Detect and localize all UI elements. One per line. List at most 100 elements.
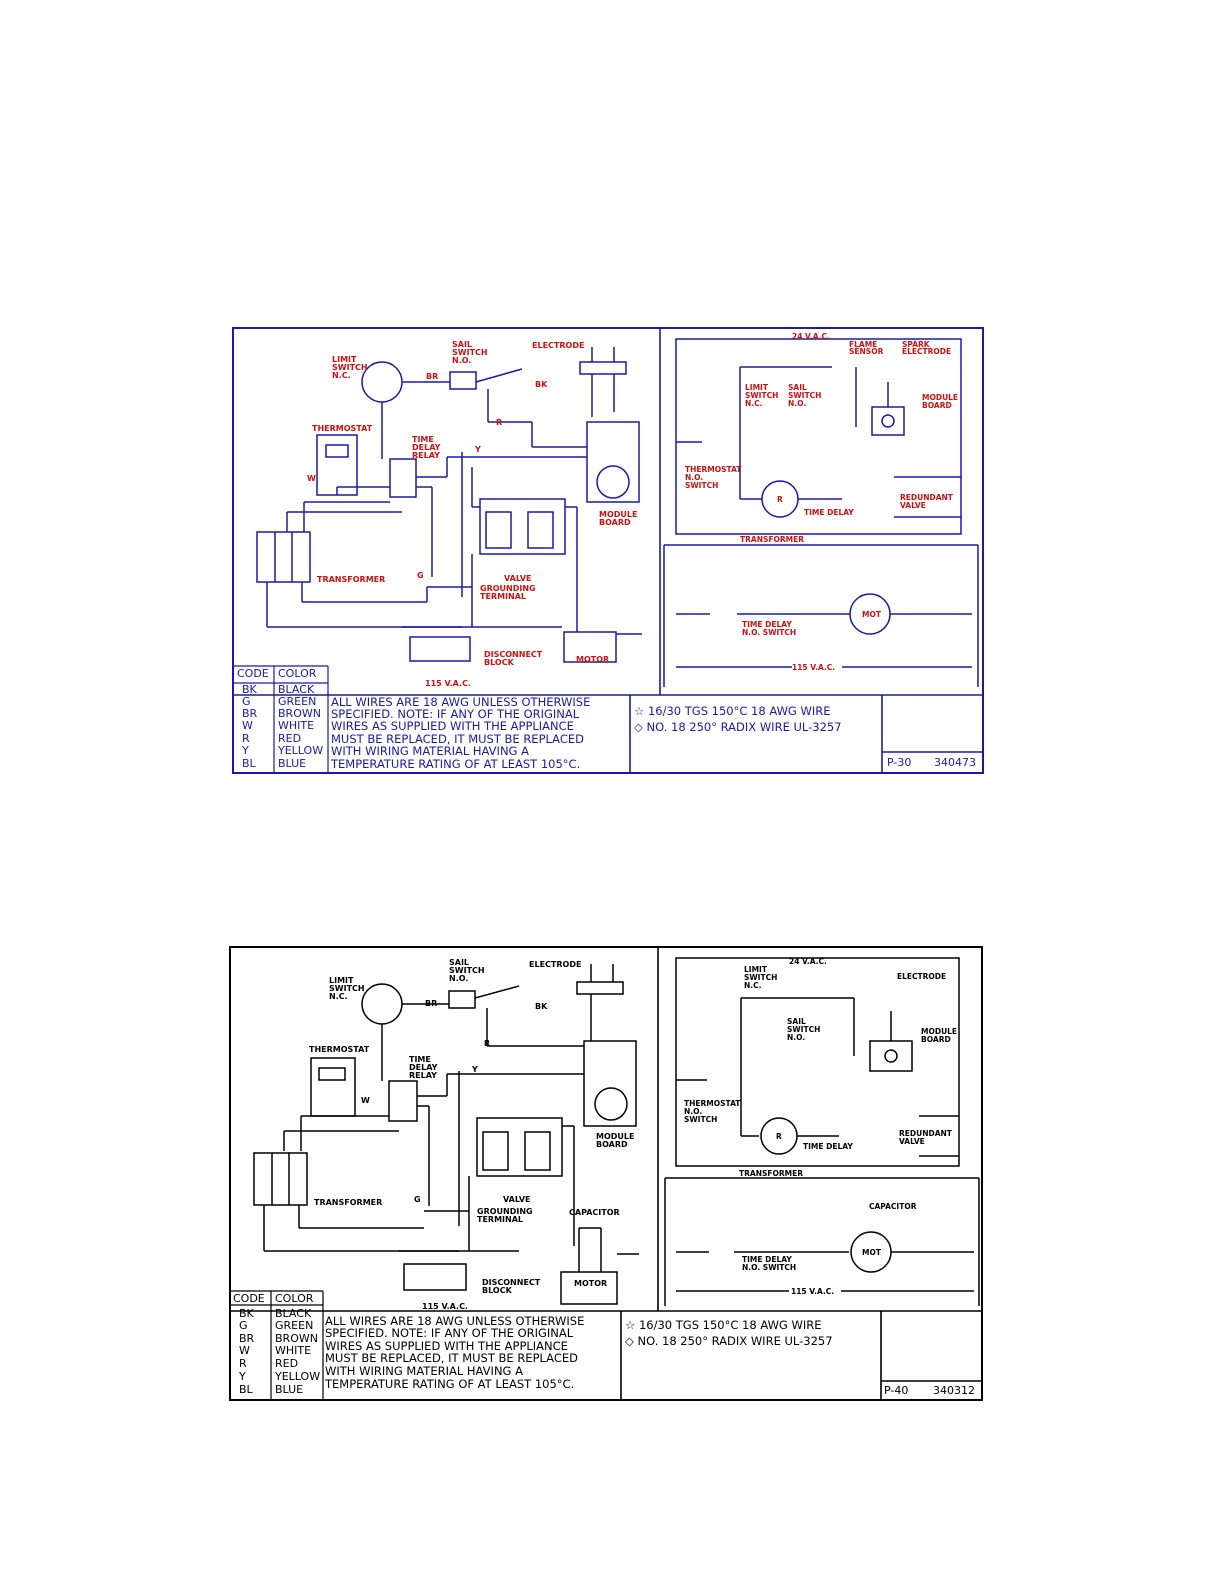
limit-switch-label-3: N.C.	[332, 371, 351, 380]
component-labels: LIMIT SWITCH N.C. SAIL SWITCH N.O. ELECT…	[307, 340, 637, 688]
thermostat-symbol	[316, 434, 358, 496]
module-board-label-1: MODULE	[599, 510, 637, 519]
disconnect-block-symbol	[409, 636, 471, 662]
sail-switch-symbol	[449, 371, 477, 390]
schematic-limit-label-1: LIMIT	[744, 965, 768, 974]
wire-label-bk: BK	[535, 1002, 548, 1011]
transformer-label: TRANSFORMER	[317, 575, 385, 584]
mot-label: MOT	[862, 610, 882, 619]
legend-code: BL	[242, 757, 257, 770]
legend-header-code: CODE	[237, 667, 269, 680]
wire-specs: ☆ 16/30 TGS 150°C 18 AWG WIRE ◇ NO. 18 2…	[634, 704, 842, 734]
wire-label-r: R	[484, 1039, 490, 1048]
schematic-module-label-2: BOARD	[921, 1035, 951, 1044]
sail-switch-label-3: N.O.	[449, 974, 468, 983]
electrode-label: ELECTRODE	[529, 960, 581, 969]
legend-code: W	[242, 719, 253, 732]
sail-switch-symbol	[448, 990, 476, 1009]
time-delay-relay-label-3: RELAY	[409, 1071, 437, 1080]
limit-switch-label-2: SWITCH	[329, 984, 365, 993]
legend-color: RED	[278, 732, 301, 745]
schematic-24vac-label: 24 V.A.C.	[789, 957, 827, 966]
note-line: WIRES AS SUPPLIED WITH THE APPLIANCE	[325, 1339, 568, 1353]
schematic-labels: 24 V.A.C. FLAME SENSOR SPARK ELECTRODE L…	[685, 332, 958, 672]
diagram-frame	[232, 327, 984, 774]
schematic-thermostat-label-3: SWITCH	[685, 481, 718, 490]
schematic-limit-label-3: N.C.	[745, 399, 763, 408]
wire-label-bk: BK	[535, 380, 548, 389]
part-number: 340473	[934, 756, 976, 769]
module-board-label-1: MODULE	[596, 1132, 634, 1141]
legend-code: BR	[239, 1332, 255, 1345]
schematic-labels: 24 V.A.C. ELECTRODE LIMIT SWITCH N.C. SA…	[684, 957, 957, 1296]
valve-symbol	[476, 1117, 563, 1177]
note-line: MUST BE REPLACED, IT MUST BE REPLACED	[325, 1351, 578, 1365]
wire-label-g: G	[417, 571, 424, 580]
flame-sensor-label-1: FLAME	[849, 340, 877, 349]
redundant-valve-label-1: REDUNDANT	[900, 493, 954, 502]
module-board-label-2: BOARD	[596, 1140, 628, 1149]
diagram-frame	[229, 946, 983, 1401]
legend-grid	[230, 1290, 324, 1400]
time-delay-relay-label-1: TIME	[412, 435, 434, 444]
schematic-sail-label-3: N.O.	[788, 399, 806, 408]
transformer-label: TRANSFORMER	[314, 1198, 382, 1207]
legend-code: BR	[242, 707, 258, 720]
note-line: WIRES AS SUPPLIED WITH THE APPLIANCE	[331, 719, 574, 733]
schematic-module-label-1: MODULE	[922, 393, 958, 402]
time-delay-switch-label-2: N.O. SWITCH	[742, 628, 796, 637]
wire-spec-line: ☆ 16/30 TGS 150°C 18 AWG WIRE	[634, 704, 831, 718]
legend-code: G	[239, 1319, 248, 1332]
schematic-limit-label-1: LIMIT	[745, 383, 769, 392]
wire-label-y: Y	[474, 445, 481, 454]
disconnect-block-label-1: DISCONNECT	[484, 650, 543, 659]
wire-specs: ☆ 16/30 TGS 150°C 18 AWG WIRE ◇ NO. 18 2…	[625, 1318, 833, 1348]
valve-label: VALVE	[503, 1195, 531, 1204]
wire-spec-line: ◇ NO. 18 250° RADIX WIRE UL-3257	[634, 720, 842, 734]
schematic-24vac-label: 24 V.A.C.	[792, 332, 830, 341]
motor-symbol	[560, 1271, 618, 1305]
schematic-transformer-label: TRANSFORMER	[739, 1169, 803, 1178]
legend-color: BROWN	[275, 1332, 318, 1345]
legend-color: BROWN	[278, 707, 321, 720]
note-line: ALL WIRES ARE 18 AWG UNLESS OTHERWISE	[325, 1314, 584, 1328]
disconnect-block-symbol	[403, 1263, 467, 1291]
module-board-label-2: BOARD	[599, 518, 631, 527]
time-delay-relay-label-3: RELAY	[412, 451, 440, 460]
schematic-thermostat-label-1: THERMOSTAT	[684, 1099, 741, 1108]
grounding-terminal-label-2: TERMINAL	[477, 1215, 523, 1224]
motor-label: MOTOR	[576, 655, 609, 664]
wire-label-g: G	[414, 1195, 421, 1204]
time-delay-relay-symbol	[388, 1080, 418, 1122]
time-delay-relay-label-2: DELAY	[409, 1063, 438, 1072]
wiring-note: ALL WIRES ARE 18 AWG UNLESS OTHERWISE SP…	[330, 695, 590, 771]
motor-label: MOTOR	[574, 1279, 607, 1288]
schematic-limit-label-3: N.C.	[744, 981, 762, 990]
schematic-thermostat-label-2: N.O.	[685, 473, 703, 482]
note-line: SPECIFIED. NOTE: IF ANY OF THE ORIGINAL	[325, 1326, 574, 1340]
motor-symbol	[563, 631, 617, 663]
disconnect-block-label-2: BLOCK	[482, 1286, 513, 1295]
limit-switch-label-1: LIMIT	[332, 355, 357, 364]
legend-code: BL	[239, 1383, 254, 1396]
wire-spec-line: ◇ NO. 18 250° RADIX WIRE UL-3257	[625, 1334, 833, 1348]
redundant-valve-label-2: VALVE	[900, 501, 926, 510]
legend-color: WHITE	[275, 1344, 311, 1357]
legend-code: BK	[239, 1307, 255, 1320]
relay-label: R	[776, 1132, 782, 1141]
valve-label: VALVE	[504, 574, 532, 583]
sail-switch-label-1: SAIL	[452, 340, 472, 349]
time-delay-switch-label-2: N.O. SWITCH	[742, 1263, 796, 1272]
legend-code: G	[242, 695, 251, 708]
note-line: ALL WIRES ARE 18 AWG UNLESS OTHERWISE	[331, 695, 590, 709]
wire-label-br: BR	[425, 999, 437, 1008]
schematic-sail-label-3: N.O.	[787, 1033, 805, 1042]
title-block: P-30 340473	[887, 756, 976, 769]
legend-code: R	[242, 732, 250, 745]
pictorial-wiring	[256, 347, 642, 663]
note-line: TEMPERATURE RATING OF AT LEAST 105°C.	[324, 1377, 574, 1391]
legend-header-color: COLOR	[278, 667, 317, 680]
schematic-sail-label-2: SWITCH	[787, 1025, 820, 1034]
note-line: MUST BE REPLACED, IT MUST BE REPLACED	[331, 732, 584, 746]
note-line: SPECIFIED. NOTE: IF ANY OF THE ORIGINAL	[331, 707, 580, 721]
